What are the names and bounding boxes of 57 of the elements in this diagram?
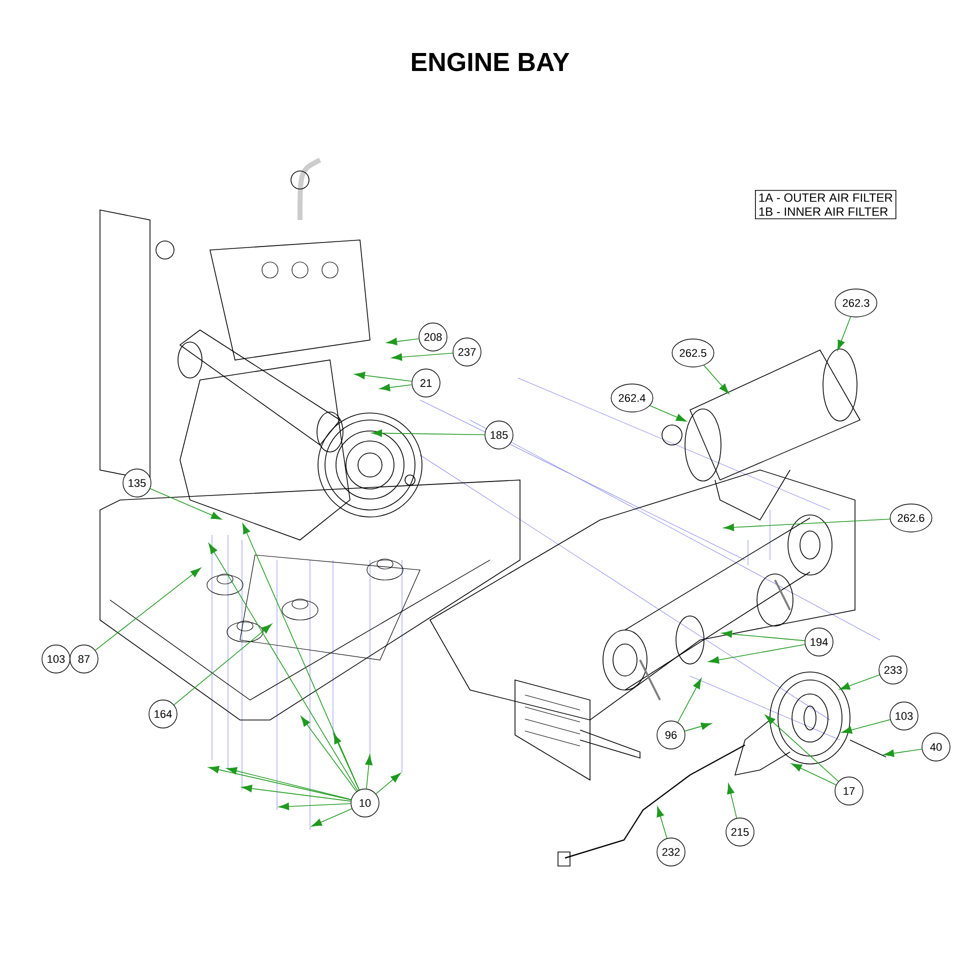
leader-line (333, 733, 360, 790)
callout-number: 164 (148, 700, 178, 728)
leader-line (354, 372, 412, 382)
leader-line (226, 767, 352, 800)
leader-line (721, 630, 806, 642)
leader-line (241, 784, 352, 802)
callout-number: 185 (484, 420, 514, 450)
leader-line (174, 624, 272, 706)
callout-number: 215 (726, 818, 754, 846)
leader-line (791, 763, 836, 786)
callout-number: 135 (122, 468, 152, 498)
callout-number: 10 (350, 788, 380, 818)
callout-number: 103 (890, 702, 918, 730)
callout-number: 194 (804, 628, 834, 656)
callout-number: 17 (834, 776, 864, 806)
leader-line (837, 316, 852, 351)
leader-line (208, 766, 352, 800)
callout-number: 103 (42, 644, 70, 674)
callout-number: 262.3 (834, 288, 878, 318)
leader-line (371, 429, 486, 437)
leader-line (684, 722, 712, 732)
leader-line (764, 714, 839, 782)
leader-line (883, 748, 922, 757)
callout-number: 40 (922, 732, 950, 762)
leader-line (703, 364, 730, 394)
title: ENGINE BAY (412, 52, 570, 72)
callout-number: 262.5 (672, 338, 714, 368)
leader-line (365, 754, 373, 790)
leader-line (391, 352, 454, 361)
legend-box: 1A - OUTER AIR FILTER 1B - INNER AIR FILTER (755, 190, 896, 220)
leader-line (656, 806, 668, 839)
callout-number: 208 (418, 322, 448, 352)
leader-line (150, 488, 222, 520)
leader-line (311, 808, 352, 827)
leader-line (94, 568, 201, 651)
callout-number: 262.6 (890, 504, 932, 532)
callout-number: 87 (70, 644, 98, 674)
leader-line (841, 719, 891, 734)
leader-line (278, 802, 352, 810)
callout-number: 96 (656, 720, 686, 750)
leader-line (708, 644, 806, 664)
callout-number: 262.4 (610, 384, 654, 412)
callout-number: 21 (412, 368, 440, 398)
leader-line (386, 338, 420, 346)
leader-line (727, 783, 738, 818)
callout-number: 237 (452, 338, 482, 366)
leader-line (242, 523, 360, 790)
callout-number: 232 (656, 838, 686, 866)
leader-line (376, 772, 401, 794)
callout-number: 233 (878, 656, 908, 684)
leader-line (650, 405, 687, 422)
leader-line (379, 384, 412, 392)
leader-line (300, 716, 357, 792)
leader-line (677, 678, 702, 723)
leader-line (208, 543, 358, 792)
leader-line (839, 674, 880, 690)
leader-line (723, 518, 890, 532)
